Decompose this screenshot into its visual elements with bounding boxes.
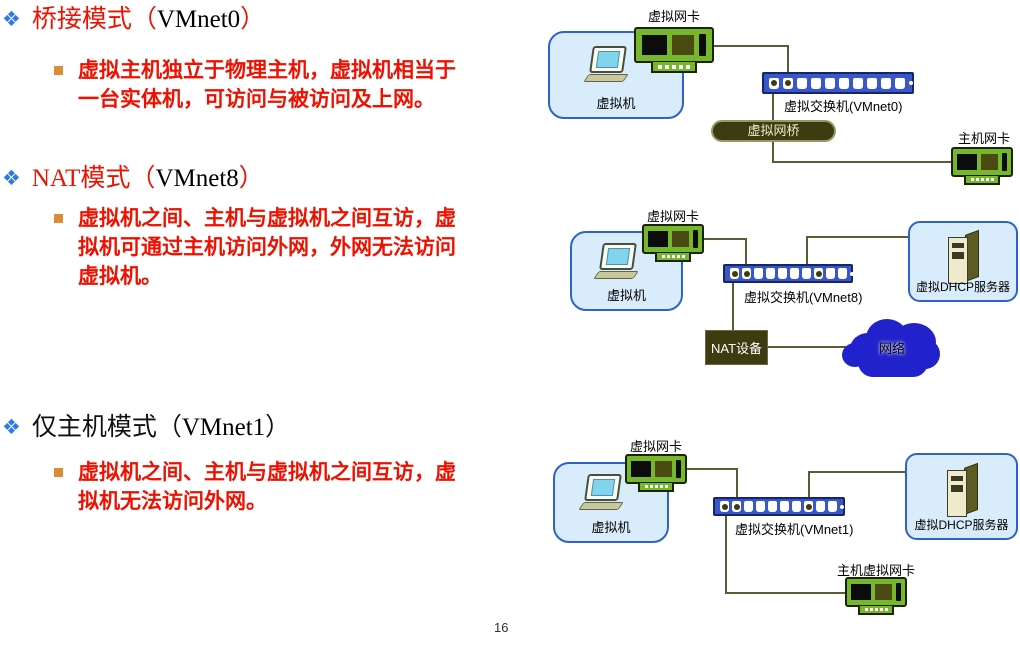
dhcp-server-box: 虚拟DHCP服务器 (905, 453, 1018, 540)
heading-cn: 仅主机模式（ (31, 414, 182, 441)
connector-line (808, 471, 905, 473)
heading-text: NAT模式（VMnet8） (32, 163, 264, 195)
connector-line (745, 238, 747, 266)
computer-icon (593, 243, 642, 287)
body-line: 虚拟机之间、主机与虚拟机之间互访，虚 (78, 207, 456, 230)
connector-line (732, 283, 734, 331)
dhcp-label: 虚拟DHCP服务器 (915, 280, 1010, 294)
vm-label: 虚拟机 (596, 96, 636, 111)
heading-close: ） (240, 6, 266, 33)
heading-cn: 桥接模式（ (31, 6, 157, 33)
section-hostonly-body: 虚拟机之间、主机与虚拟机之间互访，虚 拟机无法访问外网。 (54, 458, 456, 516)
vnic-label: 虚拟网卡 (646, 209, 699, 224)
computer-icon (578, 474, 627, 518)
body-line: 一台实体机，可访问与被访问及上网。 (78, 88, 435, 111)
connector-line (806, 236, 908, 238)
section-nat-heading: ❖ NAT模式（VMnet8） (2, 163, 264, 195)
vnic-label: 虚拟网卡 (629, 439, 682, 454)
square-bullet-icon (54, 468, 63, 477)
heading-text: 桥接模式（VMnet0） (32, 4, 265, 36)
square-bullet-icon (54, 66, 63, 75)
virtual-nic-icon (634, 27, 714, 73)
section-nat-body: 虚拟机之间、主机与虚拟机之间互访，虚 拟机可通过主机访问外网，外网无法访问 虚拟… (54, 204, 456, 291)
vnic-label: 虚拟网卡 (647, 9, 700, 24)
server-icon (948, 229, 982, 285)
computer-icon (583, 46, 632, 90)
heading-close: ） (265, 414, 291, 441)
section-bridge-heading: ❖ 桥接模式（VMnet0） (2, 4, 265, 36)
connector-line (768, 346, 852, 348)
diamond-bullet-icon: ❖ (2, 8, 21, 31)
body-line: 虚拟主机独立于物理主机，虚拟机相当于 (78, 59, 456, 82)
switch-label: 虚拟交换机(VMnet8) (744, 290, 863, 305)
square-bullet-icon (54, 214, 63, 223)
host-vnic-label: 主机虚拟网卡 (836, 563, 915, 578)
body-line: 拟机可通过主机访问外网，外网无法访问 (78, 236, 456, 259)
section-hostonly-heading: ❖ 仅主机模式（VMnet1） (2, 412, 290, 444)
heading-cn: NAT模式（ (31, 165, 156, 192)
body-text: 虚拟机之间、主机与虚拟机之间互访，虚 拟机可通过主机访问外网，外网无法访问 虚拟… (78, 204, 456, 291)
vm-label: 虚拟机 (606, 288, 646, 303)
connector-line (772, 161, 954, 163)
vm-label: 虚拟机 (591, 520, 631, 535)
switch-label: 虚拟交换机(VMnet0) (784, 99, 903, 114)
heading-code: VMnet0 (156, 6, 241, 33)
cloud-label: 网络 (878, 341, 905, 356)
dhcp-label: 虚拟DHCP服务器 (914, 518, 1009, 532)
connector-line (806, 236, 808, 266)
virtual-nic-icon (625, 454, 687, 492)
diamond-bullet-icon: ❖ (2, 416, 21, 439)
connector-line (787, 45, 789, 74)
connector-line (687, 468, 737, 470)
host-nic-label: 主机网卡 (957, 131, 1010, 146)
diamond-bullet-icon: ❖ (2, 167, 21, 190)
host-nic-icon (951, 147, 1013, 185)
section-bridge-body: 虚拟主机独立于物理主机，虚拟机相当于 一台实体机，可访问与被访问及上网。 (54, 56, 456, 114)
switch-label: 虚拟交换机(VMnet1) (735, 522, 854, 537)
server-icon (947, 462, 981, 518)
host-vnic-icon (845, 577, 907, 615)
connector-line (725, 592, 846, 594)
heading-code: VMnet8 (155, 165, 239, 192)
body-line: 虚拟机之间、主机与虚拟机之间互访，虚 (78, 461, 456, 484)
switch-icon (713, 497, 845, 516)
virtual-nic-icon (642, 224, 704, 262)
page-number: 16 (494, 620, 509, 635)
nat-device-box: NAT设备 (705, 330, 768, 365)
bridge-pill: 虚拟网桥 (711, 120, 836, 142)
network-cloud-icon: 网络 (842, 317, 942, 379)
body-text: 虚拟主机独立于物理主机，虚拟机相当于 一台实体机，可访问与被访问及上网。 (78, 56, 456, 114)
connector-line (704, 238, 746, 240)
connector-line (725, 514, 727, 594)
body-line: 虚拟机。 (78, 265, 162, 288)
heading-close: ） (238, 165, 264, 192)
body-line: 拟机无法访问外网。 (78, 490, 267, 513)
vm-box: 虚拟机 (548, 31, 684, 119)
heading-code: VMnet1 (181, 414, 266, 441)
dhcp-server-box: 虚拟DHCP服务器 (908, 221, 1018, 302)
switch-icon (762, 72, 914, 94)
connector-line (808, 471, 810, 498)
body-text: 虚拟机之间、主机与虚拟机之间互访，虚 拟机无法访问外网。 (78, 458, 456, 516)
heading-text: 仅主机模式（VMnet1） (32, 412, 290, 444)
connector-line (736, 468, 738, 498)
switch-icon (723, 264, 854, 283)
connector-line (712, 45, 789, 47)
